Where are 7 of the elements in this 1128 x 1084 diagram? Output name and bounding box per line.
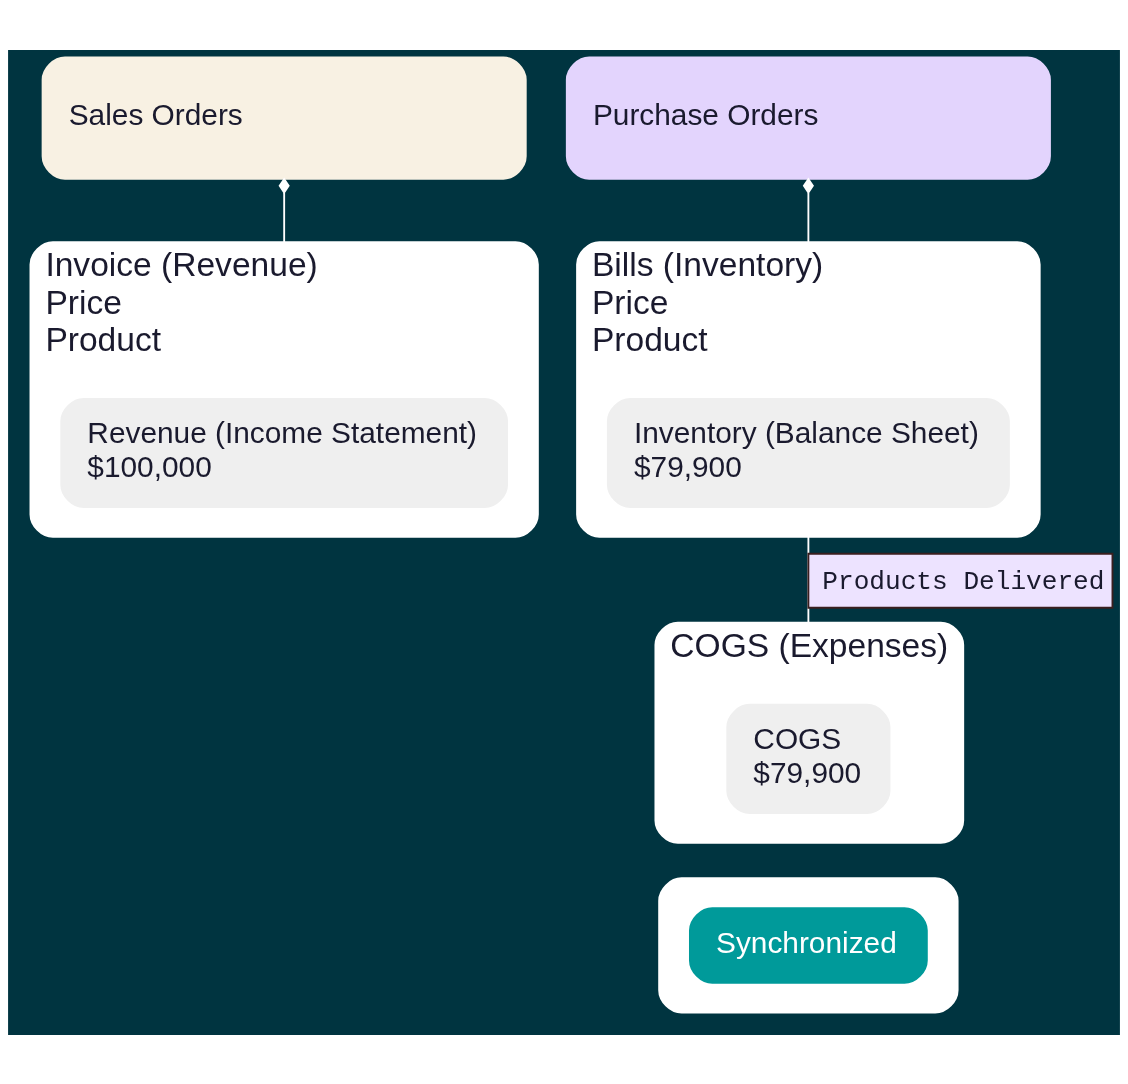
connector bbox=[278, 176, 290, 243]
connector bbox=[802, 176, 814, 243]
node-box: Sales Orders bbox=[41, 56, 527, 180]
node-box: Purchase Orders bbox=[565, 56, 1051, 180]
cluster bbox=[658, 876, 959, 1014]
node-box: Synchronized bbox=[689, 906, 928, 984]
edge-label: Products Delivered bbox=[822, 566, 1105, 597]
